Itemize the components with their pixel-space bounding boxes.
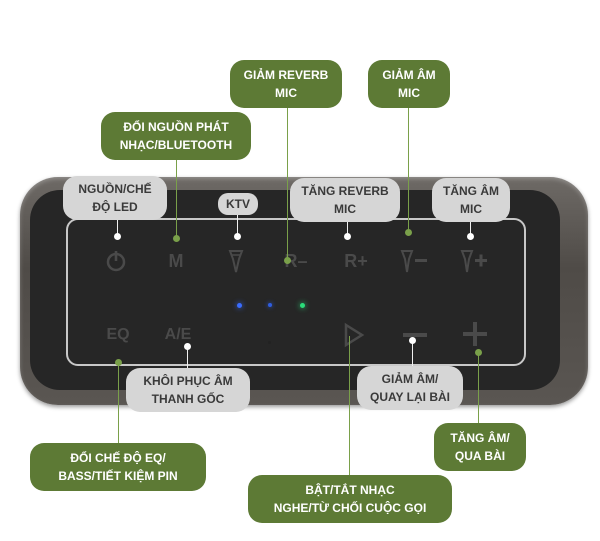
callout-giam-am-mic: GIẢM ÂM MIC: [368, 60, 450, 108]
r-plus-label: R+: [344, 251, 368, 271]
connector-doi-nguon: [176, 152, 177, 238]
callout-tang-am-mic: TĂNG ÂM MIC: [432, 178, 510, 222]
reverb-up-button[interactable]: R+: [336, 250, 376, 272]
eq-button[interactable]: EQ: [98, 324, 138, 346]
reverb-down-button[interactable]: R–: [276, 250, 316, 272]
connector-bat-tat: [349, 336, 350, 476]
dot-giam-am-mic: [405, 229, 412, 236]
mic-minus-icon: [396, 249, 436, 273]
connector-giam-am-quay: [412, 340, 413, 366]
callout-nguon-che: NGUỒN/CHẾ ĐỘ LED: [63, 176, 167, 220]
dot-nguon-che: [114, 233, 121, 240]
power-icon: [96, 250, 136, 272]
dot-giam-am-quay: [409, 337, 416, 344]
power-button[interactable]: [96, 250, 136, 272]
callout-ktv: KTV: [218, 193, 258, 215]
mic-hole: [268, 341, 271, 344]
callout-tang-reverb: TĂNG REVERB MIC: [290, 178, 400, 222]
led-blue-1: [237, 303, 242, 308]
dot-doi-che-do: [115, 359, 122, 366]
callout-giam-am-quay: GIẢM ÂM/ QUAY LẠI BÀI: [357, 366, 463, 410]
dot-tang-am-mic: [467, 233, 474, 240]
play-icon: [334, 322, 374, 348]
connector-nguon-che: [117, 214, 118, 236]
dot-doi-nguon: [173, 235, 180, 242]
dot-giam-reverb: [284, 257, 291, 264]
callout-doi-che-do: ĐỔI CHẾ ĐỘ EQ/ BASS/TIẾT KIỆM PIN: [30, 443, 206, 491]
mic-volume-up-button[interactable]: [456, 249, 496, 273]
ae-button[interactable]: A/E: [158, 324, 198, 346]
volume-up-button[interactable]: [455, 320, 495, 348]
dot-ktv: [234, 233, 241, 240]
led-blue-2: [268, 303, 272, 307]
dot-tang-reverb: [344, 233, 351, 240]
callout-khoi-phuc: KHÔI PHỤC ÂM THANH GỐC: [126, 368, 250, 412]
connector-giam-am-mic: [408, 100, 409, 232]
callout-tang-am-qua: TĂNG ÂM/ QUA BÀI: [434, 423, 526, 471]
connector-khoi-phuc: [187, 346, 188, 370]
mic-volume-down-button[interactable]: [396, 249, 436, 273]
r-minus-label: R–: [284, 251, 308, 271]
minus-icon: [395, 322, 435, 348]
callout-giam-reverb: GIẢM REVERB MIC: [230, 60, 342, 108]
ae-label: A/E: [164, 326, 192, 343]
connector-tang-am-mic: [470, 214, 471, 236]
ktv-button[interactable]: [216, 249, 256, 273]
play-pause-button[interactable]: [334, 322, 374, 348]
mic-plus-icon: [456, 249, 496, 273]
dot-tang-am-qua: [475, 349, 482, 356]
led-green: [300, 303, 305, 308]
mode-label: M: [168, 251, 184, 271]
volume-down-button[interactable]: [395, 322, 435, 348]
connector-doi-che-do: [118, 362, 119, 444]
plus-icon: [455, 320, 495, 348]
connector-giam-reverb: [287, 100, 288, 260]
connector-ktv: [237, 214, 238, 236]
control-face: [30, 190, 560, 390]
mic-icon: [216, 249, 256, 273]
callout-bat-tat: BẬT/TẮT NHẠC NGHE/TỪ CHỐI CUỘC GỌI: [248, 475, 452, 523]
eq-label: EQ: [106, 326, 130, 343]
mode-button[interactable]: M: [156, 250, 196, 272]
dot-khoi-phuc: [184, 343, 191, 350]
callout-doi-nguon: ĐỔI NGUỒN PHÁT NHẠC/BLUETOOTH: [101, 112, 251, 160]
connector-tang-am-qua: [478, 352, 479, 424]
connector-tang-reverb: [347, 214, 348, 236]
